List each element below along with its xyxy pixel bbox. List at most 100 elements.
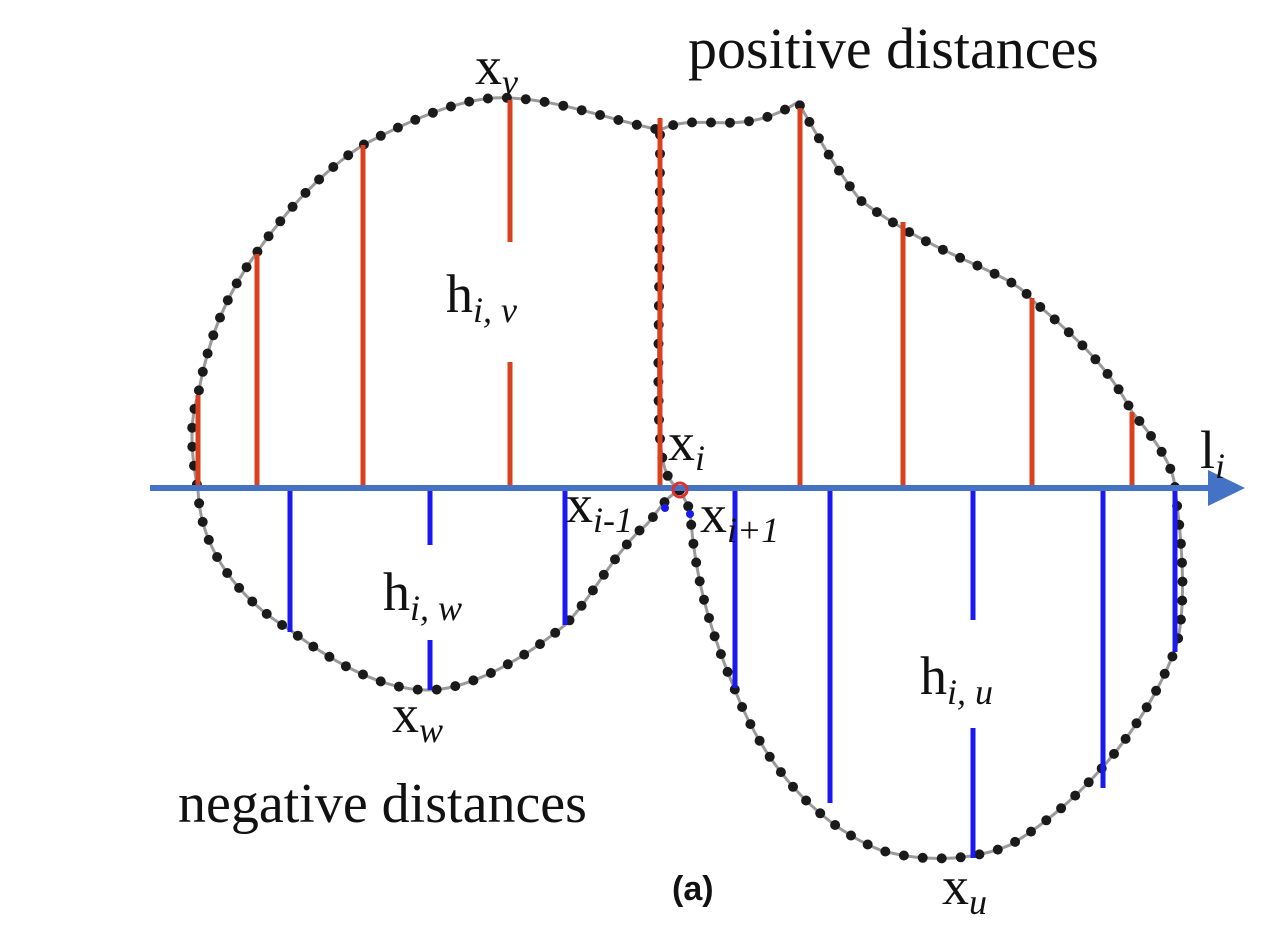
contour-dot xyxy=(275,216,286,227)
contour-dot xyxy=(1141,702,1152,713)
contour-dot xyxy=(187,441,198,452)
contour-dot xyxy=(887,217,898,228)
contour-dot xyxy=(212,552,223,562)
contour-dot xyxy=(314,174,325,185)
contour-dot xyxy=(1070,790,1081,801)
contour-dot xyxy=(427,107,438,118)
contour-dot xyxy=(187,422,198,433)
contour-dot xyxy=(898,850,909,861)
contour-dot xyxy=(972,260,983,271)
contour-dot xyxy=(197,516,208,527)
contour-dot xyxy=(683,501,694,512)
contour-dot xyxy=(445,101,456,112)
contour-dot xyxy=(788,781,798,792)
contour-dot xyxy=(862,839,873,850)
contour-dot xyxy=(989,268,1000,279)
contour-dot xyxy=(576,600,587,611)
contour-dot xyxy=(813,133,824,144)
contour-dot xyxy=(1056,803,1067,814)
contour-dot xyxy=(247,596,258,607)
contour-dot xyxy=(1063,327,1074,338)
contour-dot xyxy=(520,94,531,105)
contour-dot xyxy=(1021,288,1032,299)
contour-dot xyxy=(208,330,219,341)
contour-dot xyxy=(1123,400,1134,411)
contour-dot xyxy=(197,366,208,377)
contour-dot xyxy=(830,820,841,830)
contour-dot xyxy=(375,676,386,687)
contour-dot xyxy=(815,808,826,819)
contour-dot xyxy=(539,96,550,107)
contour-dot xyxy=(823,149,834,160)
contour-dot xyxy=(992,844,1003,855)
negative-distance-lines xyxy=(287,490,1178,858)
contour-dot xyxy=(1041,815,1052,826)
contour-dot xyxy=(375,130,386,141)
contour-dot xyxy=(937,244,948,255)
contour-dot xyxy=(871,207,882,218)
contour-dot xyxy=(715,649,726,660)
contour-dot xyxy=(955,252,966,263)
contour-dot xyxy=(1156,446,1167,457)
contour-dot xyxy=(1083,777,1094,788)
contour-dot xyxy=(358,669,368,680)
contour-dot xyxy=(1167,651,1178,662)
contour-dot xyxy=(694,576,705,587)
contour-dot xyxy=(300,187,311,198)
contour-dot xyxy=(340,661,351,672)
contour-dot xyxy=(222,568,233,578)
contour-dot xyxy=(722,666,733,677)
contour-dot xyxy=(856,196,867,207)
contour-dot xyxy=(1109,748,1119,759)
contour-dot xyxy=(595,110,606,120)
contour-dot xyxy=(794,100,805,111)
contour-dot xyxy=(844,181,855,192)
point-label-xi: xi xyxy=(668,412,705,478)
contour-dot xyxy=(804,116,815,127)
contour-dot xyxy=(1175,614,1186,625)
contour-dot xyxy=(1026,826,1036,837)
contour-dot xyxy=(519,649,530,660)
contour-dot xyxy=(203,534,214,545)
contour-dot xyxy=(920,236,931,247)
contour-dot xyxy=(613,115,624,125)
contour-dot xyxy=(550,627,561,638)
contour-dot xyxy=(686,519,697,530)
contour-dot xyxy=(846,830,856,841)
contour-dot xyxy=(1120,733,1131,744)
contour-dot xyxy=(1159,668,1170,679)
contour-dot xyxy=(392,122,403,133)
figure-caption: (a) xyxy=(672,870,714,908)
contour-dot xyxy=(1006,277,1017,288)
contour-dot xyxy=(706,117,716,128)
contour-dot xyxy=(1177,557,1187,568)
contour-dot xyxy=(324,651,335,662)
distance-label-hiv: hi, v xyxy=(446,264,517,330)
contour-dot xyxy=(502,659,513,670)
point-label-xv: xv xyxy=(475,36,518,102)
contour-dot xyxy=(343,150,354,161)
contour-dot xyxy=(775,767,786,778)
point-label-xi-minus-1: xi-1 xyxy=(566,474,633,540)
contour-dot xyxy=(662,470,673,481)
contour-dot xyxy=(631,119,642,130)
contour-dot xyxy=(328,162,339,172)
contour-dot xyxy=(292,630,303,641)
contour-dot xyxy=(699,594,709,605)
point-label-xi-plus-1: xi+1 xyxy=(700,484,779,550)
contour-dot xyxy=(598,569,609,580)
contour-dot xyxy=(215,312,225,323)
contour-dot xyxy=(688,538,699,549)
contour-dot xyxy=(754,735,765,746)
contour-dot xyxy=(709,631,720,642)
contour-dot xyxy=(393,681,404,692)
contour-dot xyxy=(691,557,702,568)
contour-dot xyxy=(1177,576,1188,587)
contour-dot xyxy=(687,117,697,128)
contour-dot xyxy=(535,639,545,650)
contour-dot xyxy=(1151,685,1162,696)
contour-dot xyxy=(780,104,790,115)
axis-li xyxy=(150,470,1245,506)
contour-dot xyxy=(1090,354,1101,365)
